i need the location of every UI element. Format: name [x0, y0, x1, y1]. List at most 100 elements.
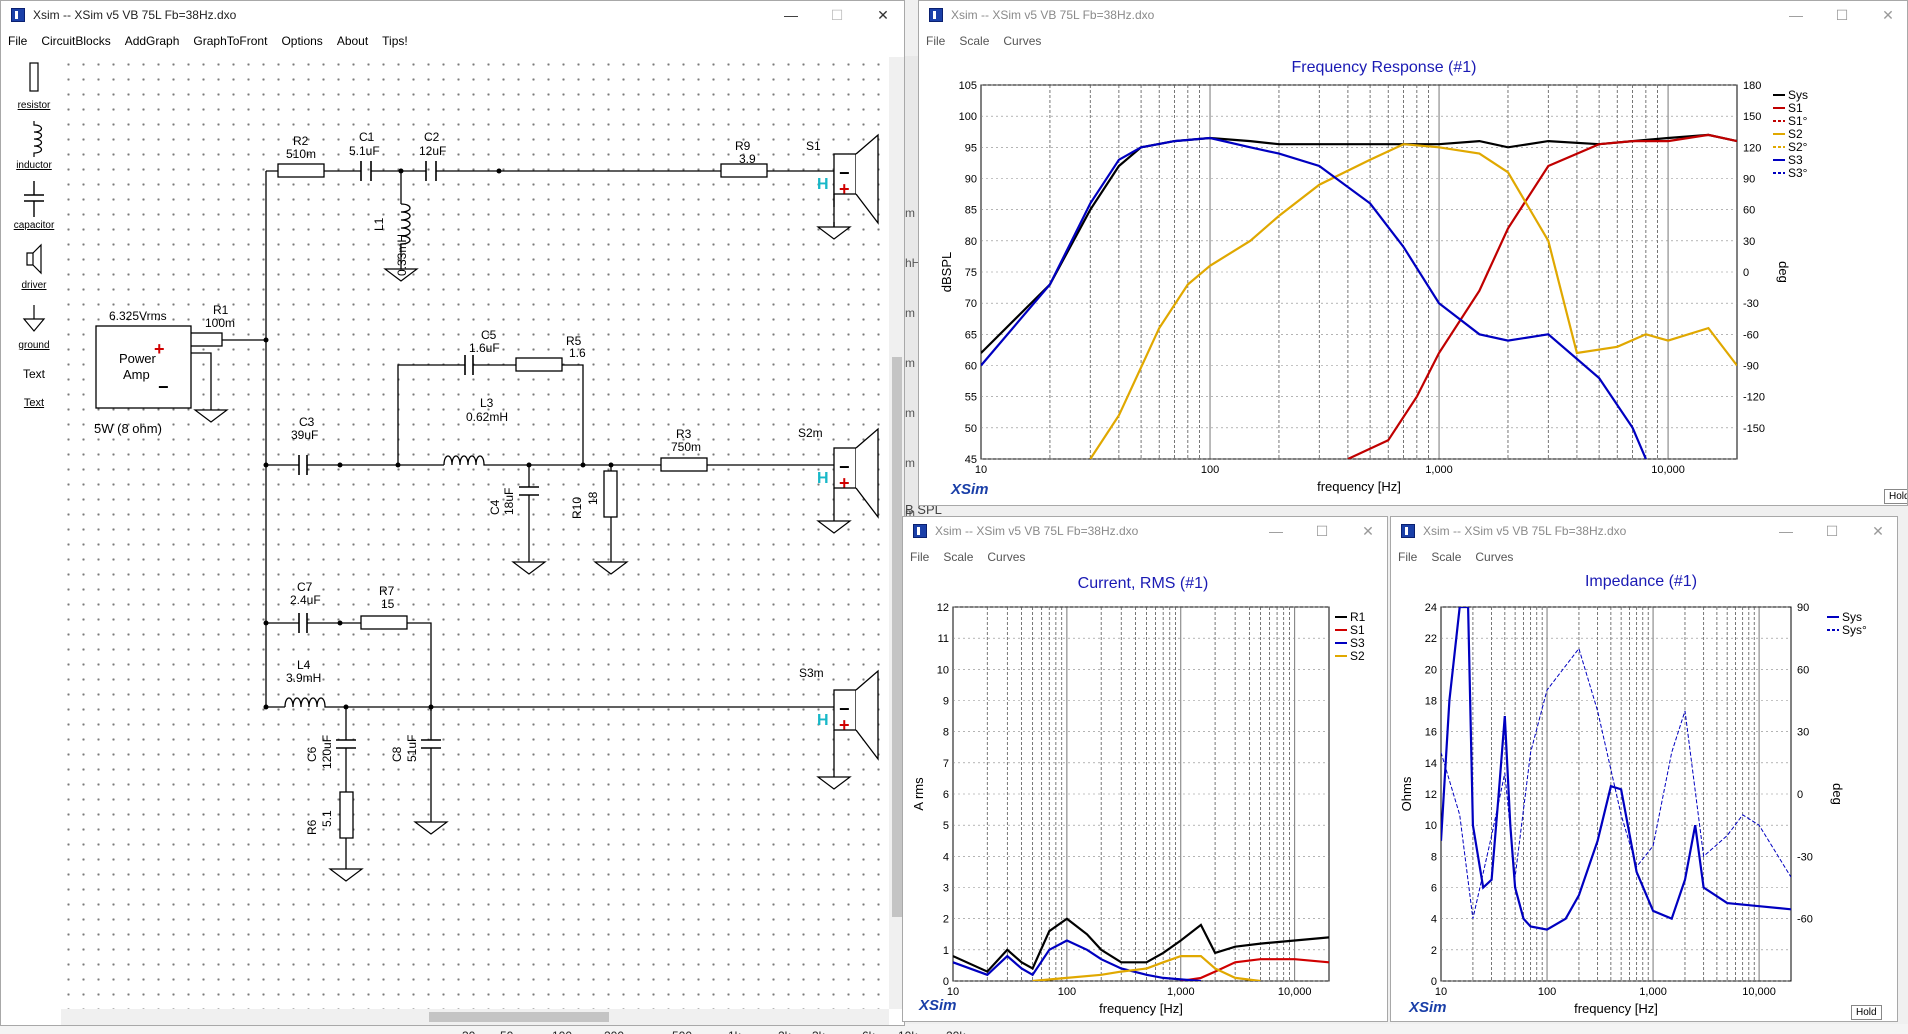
close-button[interactable]: ✕	[1362, 522, 1374, 539]
schematic-window: Xsim -- XSim v5 VB 75L Fb=38Hz.dxo — ☐ ✕…	[0, 0, 905, 1026]
hold-button[interactable]: Hold	[1884, 489, 1907, 504]
ground-icon	[383, 268, 419, 282]
palette-label: capacitor	[13, 220, 55, 231]
driver-s1[interactable]	[833, 133, 879, 227]
x-tick-label: 10	[975, 464, 987, 476]
frequency-response-chart: 4550556065707580859095100105-150-120-90-…	[939, 80, 1808, 494]
resistor-r7[interactable]	[360, 615, 408, 630]
legend-label: Sys°	[1842, 623, 1867, 637]
horizontal-scrollbar[interactable]	[61, 1009, 889, 1025]
y2-axis-label: deg	[1776, 261, 1791, 283]
palette-ground[interactable]: ground	[11, 301, 57, 351]
capacitor-c7[interactable]	[298, 613, 308, 633]
component-label: C3	[299, 415, 315, 429]
minimize-button[interactable]: —	[1779, 523, 1793, 539]
minus-sign: −	[839, 699, 850, 719]
plus-sign: +	[839, 715, 850, 735]
component-label: R3	[676, 427, 692, 441]
menu-curves[interactable]: Curves	[1475, 550, 1514, 564]
resistor-r6[interactable]	[339, 791, 354, 839]
inductor-l4[interactable]	[284, 697, 333, 708]
menu-circuitblocks[interactable]: CircuitBlocks	[41, 34, 111, 48]
resistor-r2[interactable]	[277, 163, 325, 178]
wire	[397, 364, 584, 465]
palette-driver[interactable]: driver	[11, 241, 57, 291]
capacitor-c1[interactable]	[360, 161, 372, 181]
menu-tips[interactable]: Tips!	[382, 34, 408, 48]
resistor-r5[interactable]	[515, 357, 563, 372]
capacitor-c8[interactable]	[421, 739, 441, 749]
vertical-scrollbar[interactable]	[889, 57, 904, 1009]
hold-button[interactable]: Hold	[1851, 1005, 1882, 1020]
maximize-button[interactable]: ☐	[830, 6, 844, 23]
maximize-button[interactable]: ☐	[1835, 6, 1849, 23]
graph-title: Current, RMS (#1)	[1077, 575, 1209, 592]
minus-sign: −	[839, 163, 850, 183]
component-label: R9	[735, 139, 751, 153]
capacitor-c3[interactable]	[298, 455, 308, 475]
y-tick-label: 0	[1431, 976, 1437, 988]
palette-resistor[interactable]: resistor	[11, 61, 57, 111]
ground-icon	[193, 409, 229, 423]
resistor-icon	[29, 62, 39, 92]
y-tick-label: 4	[1431, 914, 1437, 926]
close-button[interactable]: ✕	[1872, 522, 1884, 539]
inductor-l1[interactable]	[400, 203, 411, 257]
palette-text-2[interactable]: Text	[11, 397, 57, 409]
resistor-r3[interactable]	[660, 457, 708, 472]
y-tick-label: 12	[1425, 789, 1437, 801]
minus-sign: −	[158, 377, 169, 397]
menu-curves[interactable]: Curves	[987, 550, 1026, 564]
menu-scale[interactable]: Scale	[1431, 550, 1462, 564]
resistor-r10[interactable]	[603, 470, 618, 518]
series-line	[1347, 133, 1737, 459]
component-palette: resistor inductor capacitor driver groun…	[11, 57, 57, 1025]
minimize-button[interactable]: —	[1269, 523, 1283, 539]
maximize-button[interactable]: ☐	[1825, 522, 1839, 539]
component-value: 0.62mH	[466, 410, 508, 424]
app-icon	[11, 8, 25, 22]
resistor-r9[interactable]	[720, 163, 768, 178]
minimize-button[interactable]: —	[784, 7, 798, 23]
title-bar: Xsim -- XSim v5 VB 75L Fb=38Hz.dxo	[903, 517, 1387, 545]
close-button[interactable]: ✕	[877, 6, 889, 23]
capacitor-c2[interactable]	[425, 161, 437, 181]
bg-tick: 500	[672, 1029, 692, 1034]
capacitor-c5[interactable]	[464, 355, 474, 375]
palette-inductor[interactable]: inductor	[11, 121, 57, 171]
schematic-canvas[interactable]: 6.325Vrms Power Amp 5W (8 ohm) R1 100m R…	[61, 57, 889, 1009]
ground-icon	[413, 821, 449, 835]
capacitor-c6[interactable]	[336, 739, 356, 749]
menu-addgraph[interactable]: AddGraph	[124, 34, 180, 48]
menu-scale[interactable]: Scale	[959, 34, 990, 48]
component-label: C8	[390, 746, 404, 762]
scroll-thumb[interactable]	[429, 1012, 609, 1022]
wire	[266, 622, 432, 711]
driver-s3m[interactable]	[833, 669, 879, 777]
current-window: Xsim -- XSim v5 VB 75L Fb=38Hz.dxo — ☐ ✕…	[902, 516, 1388, 1022]
menu-file[interactable]: File	[910, 550, 930, 564]
capacitor-c4[interactable]	[519, 486, 539, 496]
menu-about[interactable]: About	[336, 34, 369, 48]
menu-file[interactable]: File	[926, 34, 946, 48]
legend-label: S2	[1788, 127, 1803, 141]
minimize-button[interactable]: —	[1789, 7, 1803, 23]
y-tick-label: 95	[965, 142, 977, 154]
menu-bar: File Scale Curves	[903, 545, 1387, 569]
scroll-thumb[interactable]	[892, 357, 902, 917]
power-amp-block[interactable]	[95, 325, 192, 409]
series-line	[1441, 647, 1791, 919]
menu-scale[interactable]: Scale	[943, 550, 974, 564]
maximize-button[interactable]: ☐	[1315, 522, 1329, 539]
inductor-l3[interactable]	[443, 455, 514, 466]
series-group	[1441, 607, 1791, 931]
palette-text[interactable]: Text	[11, 367, 57, 381]
palette-capacitor[interactable]: capacitor	[11, 181, 57, 231]
close-button[interactable]: ✕	[1882, 6, 1894, 23]
menu-curves[interactable]: Curves	[1003, 34, 1042, 48]
driver-s2m[interactable]	[833, 427, 879, 521]
menu-file[interactable]: File	[1398, 550, 1418, 564]
menu-file[interactable]: File	[8, 34, 28, 48]
menu-options[interactable]: Options	[281, 34, 323, 48]
menu-graphtofront[interactable]: GraphToFront	[193, 34, 268, 48]
